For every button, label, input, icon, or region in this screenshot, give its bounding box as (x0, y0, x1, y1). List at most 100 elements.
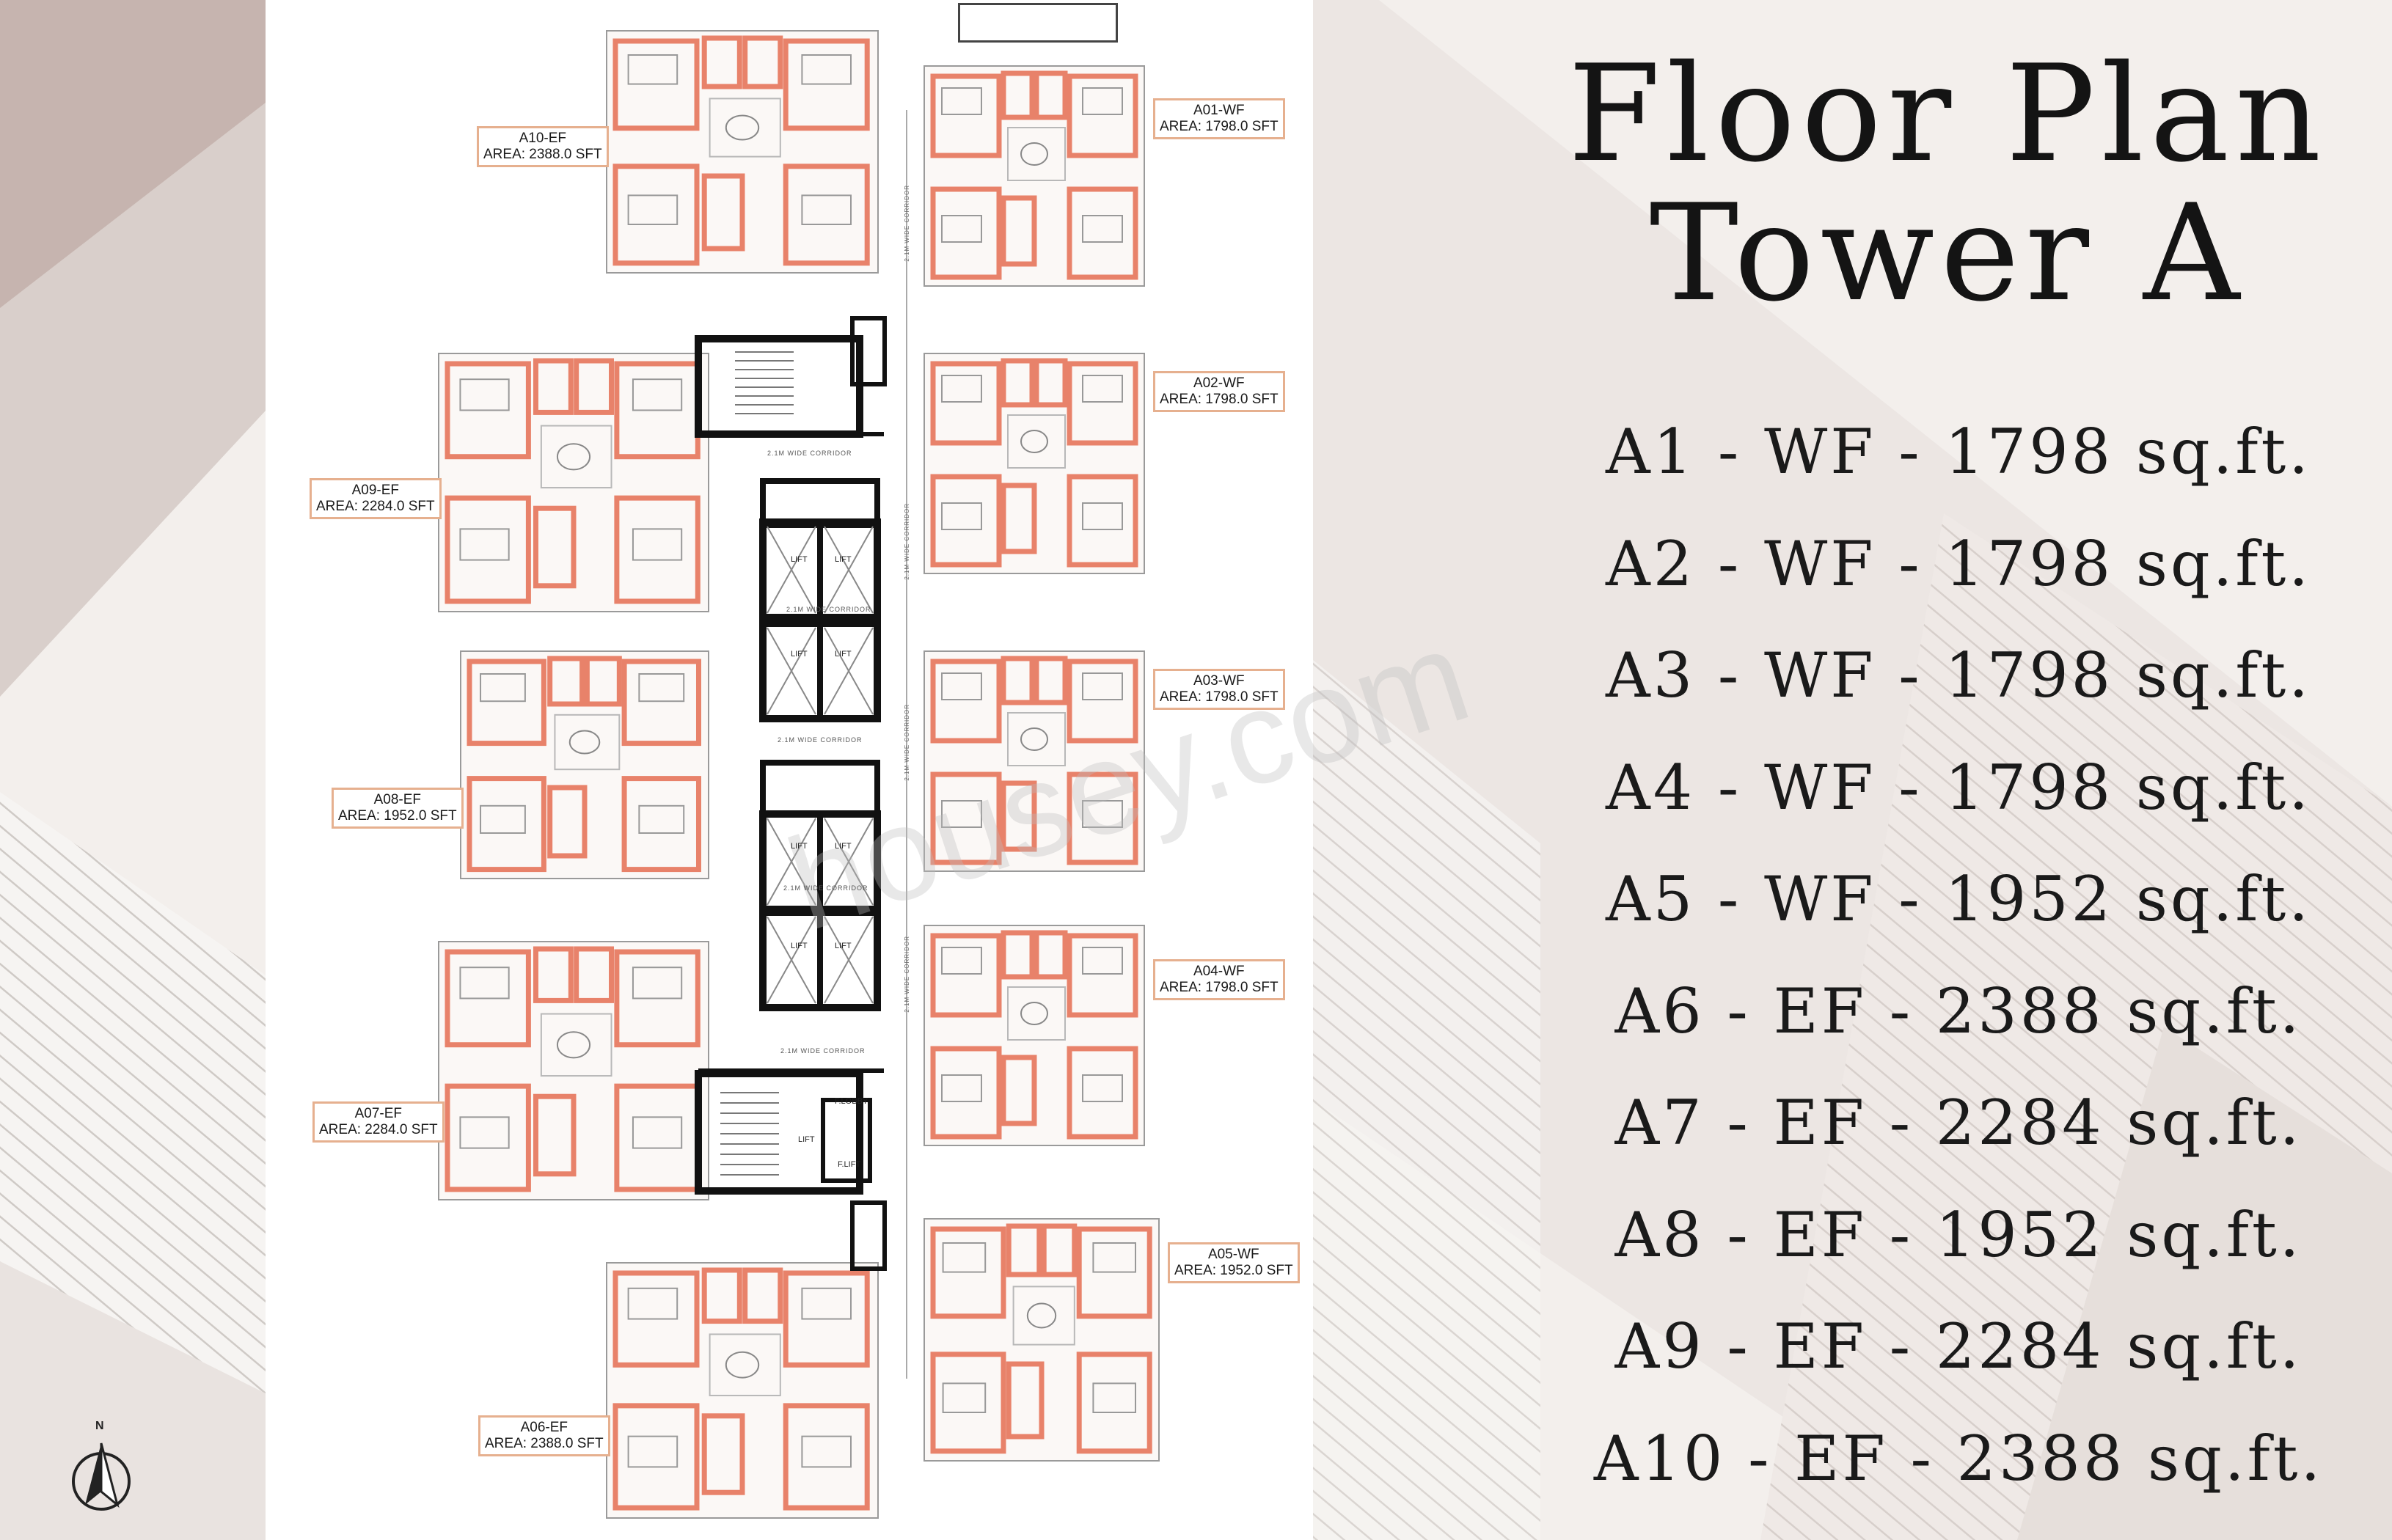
room-wall (621, 776, 701, 873)
unit-label-a01: A01-WF AREA: 1798.0 SFT (1153, 98, 1285, 139)
room-wall (1034, 358, 1068, 408)
lift-cross (767, 916, 816, 1004)
room-wall (612, 38, 700, 131)
bed (941, 502, 982, 530)
bed (627, 54, 679, 85)
room-wall (1001, 1055, 1037, 1126)
bed (801, 54, 852, 85)
room-wall (1067, 1046, 1138, 1140)
room-wall (533, 358, 574, 415)
bed (632, 528, 683, 561)
room-wall (533, 946, 574, 1003)
room-wall (1067, 186, 1138, 280)
room-wall (701, 35, 742, 89)
corridor-label-vertical: 2.1M WIDE CORRIDOR (904, 936, 910, 1013)
bed (480, 804, 526, 835)
corridor-label: 2.1M WIDE CORRIDOR (767, 450, 852, 457)
bed (941, 375, 982, 403)
room-wall (467, 659, 546, 747)
bed (459, 1116, 510, 1149)
dining-table (1020, 142, 1048, 166)
room-wall (701, 1413, 745, 1495)
bed (1082, 375, 1123, 403)
room-wall (1034, 656, 1068, 705)
room-wall (1067, 659, 1138, 744)
unit-area: AREA: 1798.0 SFT (1160, 980, 1279, 995)
room-wall (930, 771, 1002, 865)
legend-item: A8 - EF - 1952 sq.ft. (1614, 1198, 2303, 1271)
lift-cross (824, 818, 874, 906)
bed (941, 1074, 982, 1102)
living-area (1007, 712, 1066, 766)
bed (1092, 1382, 1137, 1414)
unit-area: AREA: 1952.0 SFT (1174, 1263, 1293, 1278)
dining-table (568, 730, 601, 755)
dining-table (1020, 430, 1048, 453)
bed (459, 967, 510, 1000)
floor-plan-drawing (438, 30, 1160, 1519)
dining-table (1020, 1002, 1048, 1025)
bed (480, 673, 526, 703)
lift-label: LIFT (835, 842, 852, 851)
bed (627, 194, 679, 225)
bed (942, 1382, 987, 1414)
room-wall (533, 1093, 577, 1177)
unit-id: A10-EF (519, 131, 566, 146)
living-area (1007, 986, 1066, 1041)
room-wall (1076, 1352, 1152, 1454)
lift-cross (767, 627, 816, 715)
bed (627, 1287, 679, 1320)
room-wall (445, 949, 531, 1048)
bed (942, 1242, 987, 1273)
room-wall (574, 358, 615, 415)
unit-label-a10: A10-EF AREA: 2388.0 SFT (477, 126, 609, 167)
legend-item: A6 - EF - 2388 sq.ft. (1614, 975, 2303, 1047)
room-wall (614, 495, 701, 604)
fire-lobby-label: F.LOBBY (835, 1097, 868, 1106)
unit-id: A09-EF (351, 483, 399, 498)
unit-area: AREA: 1798.0 SFT (1160, 119, 1279, 134)
lift-cross (824, 916, 874, 1004)
corridor-label: 2.1M WIDE CORRIDOR (778, 736, 863, 744)
fire-lift-shaft (821, 1098, 872, 1183)
room-wall (1001, 358, 1035, 408)
room-wall (1001, 780, 1037, 852)
room-wall (621, 659, 701, 747)
room-wall (1001, 656, 1035, 705)
room-wall (1001, 195, 1037, 267)
unit-label-a09: A09-EF AREA: 2284.0 SFT (310, 478, 442, 519)
title-line-2: Tower A (1649, 175, 2246, 331)
bed (801, 194, 852, 225)
bed (638, 673, 685, 703)
unit-area: AREA: 1952.0 SFT (338, 808, 457, 824)
room-wall (783, 1403, 870, 1511)
unit-area: AREA: 2284.0 SFT (316, 499, 435, 514)
room-wall (1034, 930, 1068, 980)
bed (941, 215, 982, 243)
legend-item: A5 - WF - 1952 sq.ft. (1606, 863, 2311, 935)
room-wall (1067, 474, 1138, 568)
room-wall (1041, 1223, 1078, 1277)
legend-item: A10 - EF - 2388 sq.ft. (1593, 1422, 2324, 1495)
unit-label-a03: A03-WF AREA: 1798.0 SFT (1153, 669, 1285, 710)
room-wall (742, 35, 783, 89)
service-shaft (850, 316, 887, 386)
lift-cross (824, 526, 874, 614)
north-arrow-icon: N (70, 1420, 132, 1514)
bed (941, 947, 982, 975)
dining-table (1026, 1302, 1057, 1329)
living-area (1012, 1286, 1075, 1346)
room-wall (930, 1352, 1006, 1454)
bed (638, 804, 685, 835)
lift-label: LIFT (791, 555, 808, 564)
room-wall (1001, 930, 1035, 980)
dining-table (556, 1031, 591, 1059)
legend-item: A7 - EF - 2284 sq.ft. (1614, 1087, 2303, 1159)
room-wall (533, 505, 577, 589)
unit-area: AREA: 2388.0 SFT (483, 147, 602, 162)
lift-label: LIFT (791, 842, 808, 851)
unit-area-legend: A1 - WF - 1798 sq.ft. A2 - WF - 1798 sq.… (1555, 396, 2362, 1514)
unit-label-a02: A02-WF AREA: 1798.0 SFT (1153, 371, 1285, 412)
bed (459, 528, 510, 561)
unit-id: A06-EF (520, 1420, 568, 1435)
